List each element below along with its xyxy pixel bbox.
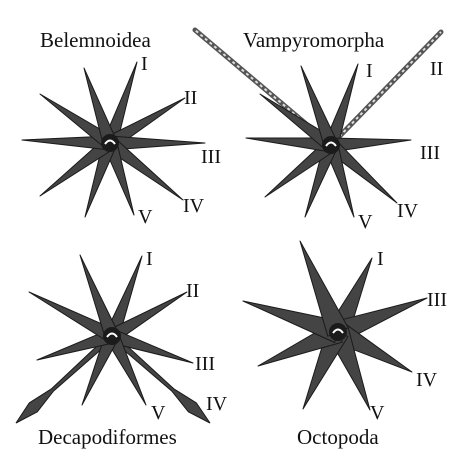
decapodiformes-tentacle xyxy=(16,334,114,423)
vampyromorpha-arm-label-iv: IV xyxy=(397,201,418,221)
octopoda-mouth xyxy=(329,323,347,341)
belemnoidea-arm-label-v: V xyxy=(138,207,152,227)
octopoda-title: Octopoda xyxy=(297,427,379,448)
octopoda-arm-label-iii: III xyxy=(427,290,447,310)
vampyromorpha-arm-crown xyxy=(195,30,441,217)
decapodiformes-arm-label-iii: III xyxy=(195,354,215,374)
belemnoidea-title: Belemnoidea xyxy=(40,30,151,51)
belemnoidea-arm-label-iv: IV xyxy=(183,196,204,216)
belemnoidea-arm-crown xyxy=(22,62,205,217)
belemnoidea-arm-label-i: I xyxy=(141,54,148,74)
belemnoidea-arm-label-ii: II xyxy=(184,88,197,108)
octopoda-arm-crown xyxy=(243,241,427,410)
vampyromorpha-arm-label-iii: III xyxy=(420,143,440,163)
decapodiformes-mouth xyxy=(103,327,121,345)
belemnoidea-arm-label-iii: III xyxy=(201,147,221,167)
octopoda-arm-label-v: V xyxy=(370,403,384,423)
decapodiformes-arm-label-ii: II xyxy=(186,281,199,301)
decapodiformes-arm-label-iv: IV xyxy=(206,394,227,414)
vampyromorpha-arm-label-ii: II xyxy=(430,59,443,79)
decapodiformes-arm-crown xyxy=(16,255,210,423)
belemnoidea-mouth xyxy=(101,134,119,152)
octopoda-arm-label-iv: IV xyxy=(416,370,437,390)
vampyromorpha-arm-label-i: I xyxy=(366,61,373,81)
vampyromorpha-arm-label-v: V xyxy=(358,212,372,232)
decapodiformes-arm-label-i: I xyxy=(146,249,153,269)
decapodiformes-title: Decapodiformes xyxy=(38,427,177,448)
vampyromorpha-title: Vampyromorpha xyxy=(243,30,384,51)
decapodiformes-arm-label-v: V xyxy=(151,403,165,423)
vampyromorpha-mouth xyxy=(322,136,340,154)
octopoda-arm-label-i: I xyxy=(377,249,384,269)
